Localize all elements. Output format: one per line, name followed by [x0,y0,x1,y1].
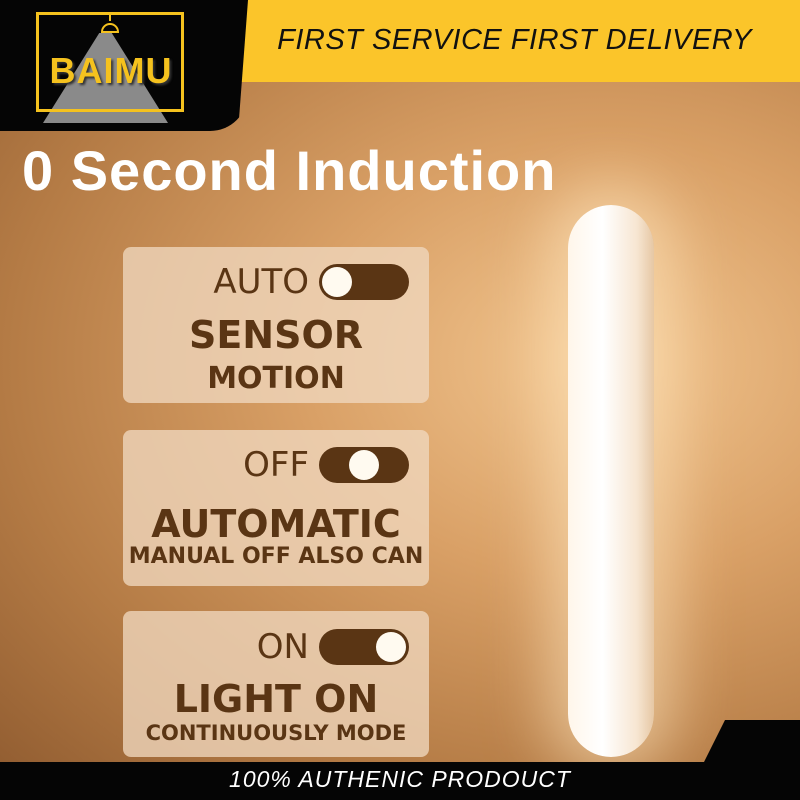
mode-panel-on: ON LIGHT ON CONTINUOUSLY MODE [123,611,429,757]
led-light-bar [568,205,654,757]
toggle-knob [349,450,379,480]
panel-title: SENSOR [188,313,364,357]
mode-toggle [319,629,409,665]
toggle-knob [322,267,352,297]
lamp-icon [100,13,120,33]
mode-panel-auto: AUTO SENSOR MOTION [123,247,429,403]
panel-subtitle: CONTINUOUSLY MODE [145,721,407,745]
footer-text: 100% AUTHENIC PRODOUCT [229,766,571,792]
panel-title: AUTOMATIC [151,502,401,546]
mode-panel-off: OFF AUTOMATIC MANUAL OFF ALSO CAN [123,430,429,586]
logo-text: BAIMU [49,50,173,91]
footer-bar [0,762,800,800]
mode-toggle [319,447,409,483]
mode-toggle [319,264,409,300]
panel-subtitle: MANUAL OFF ALSO CAN [128,544,424,569]
headline: 0 Second Induction [22,139,557,202]
logo: BAIMU [0,0,248,131]
banner-text: FIRST SERVICE FIRST DELIVERY [277,24,752,56]
panel-subtitle: MOTION [207,361,345,396]
top-banner: FIRST SERVICE FIRST DELIVERY [220,0,800,82]
toggle-label: ON [256,627,309,667]
toggle-label: AUTO [213,262,309,302]
toggle-knob [376,632,406,662]
toggle-label: OFF [243,445,309,485]
panel-title: LIGHT ON [173,677,379,721]
